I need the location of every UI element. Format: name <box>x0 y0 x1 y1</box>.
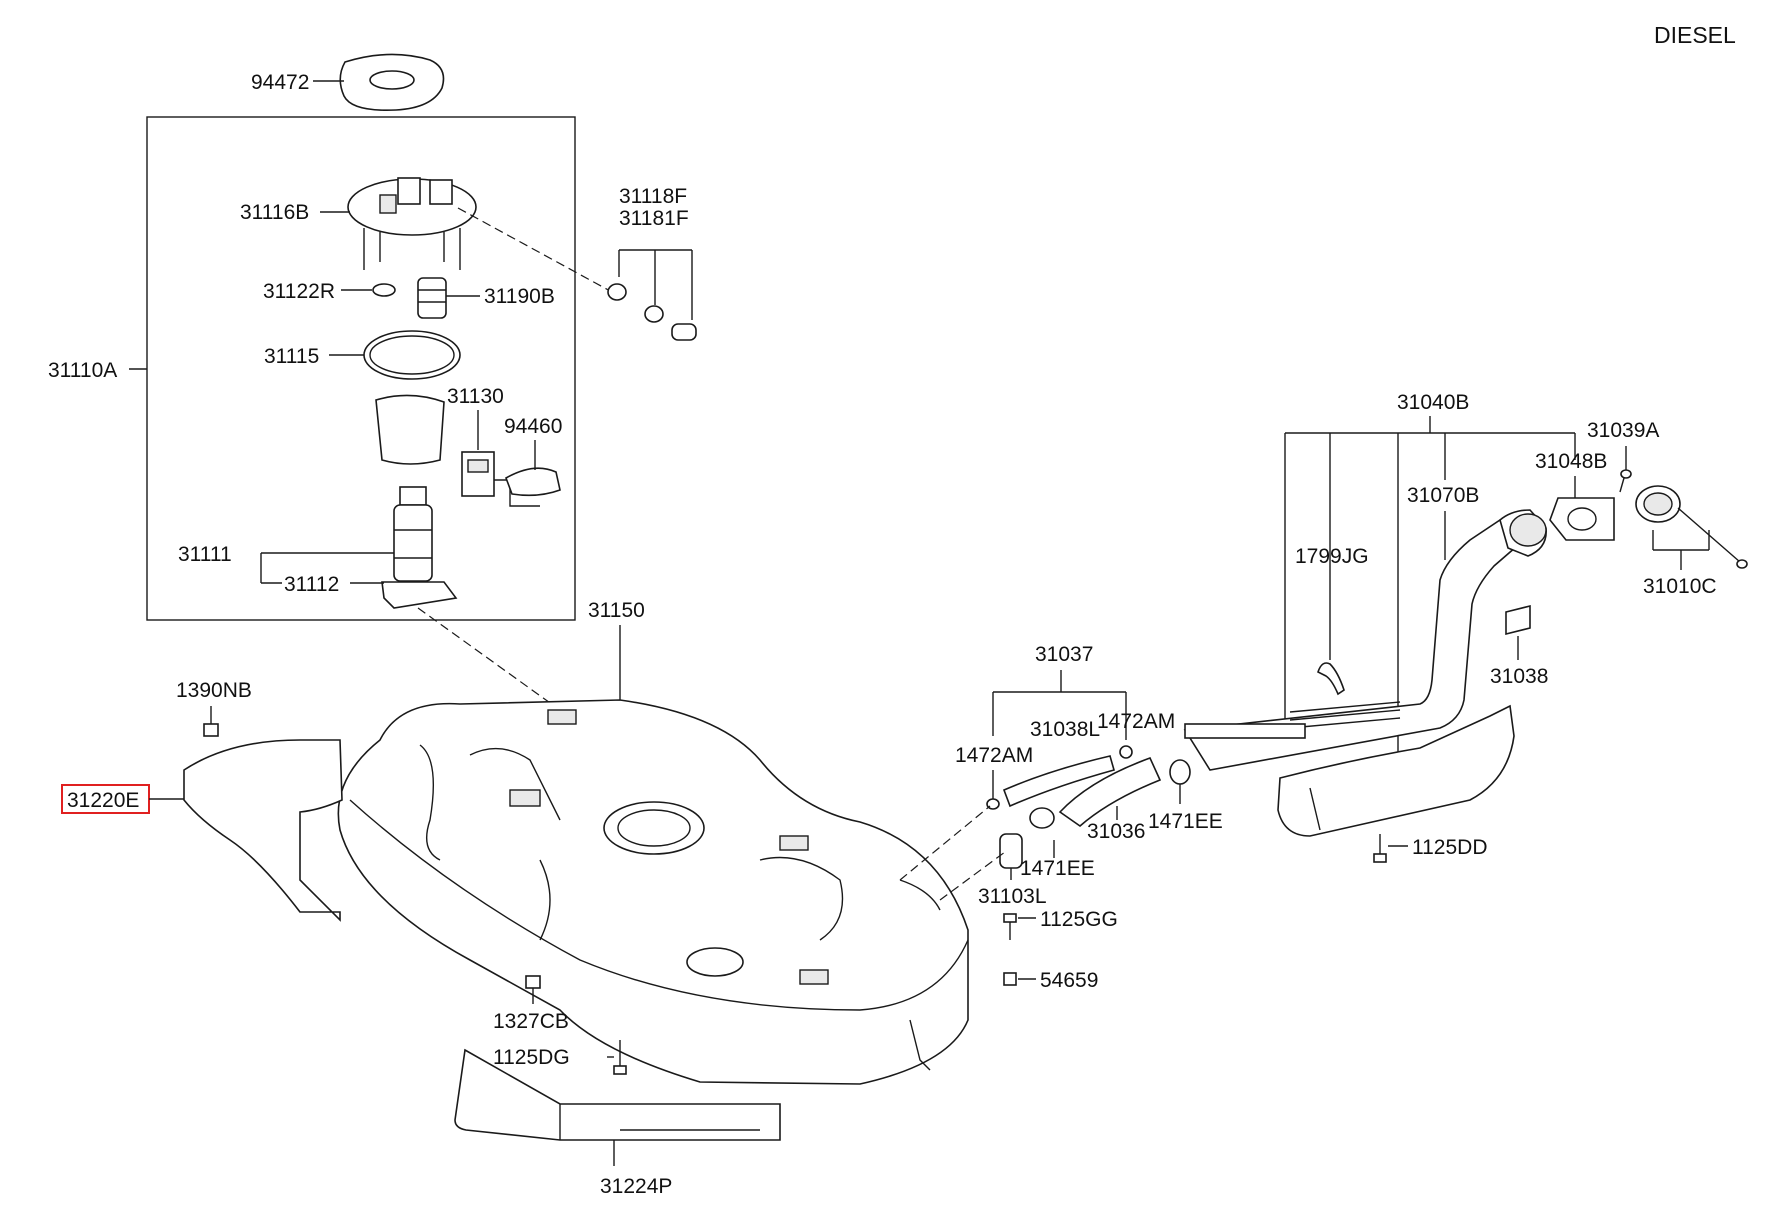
label-1472AM-b: 1472AM <box>1097 710 1175 733</box>
label-31112: 31112 <box>284 573 339 596</box>
label-31036: 31036 <box>1087 820 1145 843</box>
fuel-tank-31150 <box>337 699 969 1085</box>
label-1327CB: 1327CB <box>493 1010 569 1033</box>
label-31118F: 31118F <box>619 185 687 208</box>
label-31040B: 31040B <box>1397 391 1469 414</box>
label-31070B: 31070B <box>1407 484 1479 507</box>
label-1471EE-b: 1471EE <box>1148 810 1223 833</box>
label-54659: 54659 <box>1040 969 1098 992</box>
hose-31038L <box>1002 755 1115 808</box>
gasket-94472 <box>313 53 445 112</box>
float-94460 <box>505 467 561 497</box>
nut-1327CB <box>525 975 541 989</box>
heat-shield-31220E <box>183 739 343 922</box>
sender-31130 <box>461 410 540 507</box>
oring-31122R <box>372 283 396 297</box>
caps-31118F <box>607 249 697 341</box>
label-94460: 94460 <box>504 415 562 438</box>
elbow-31103L <box>999 833 1023 869</box>
screw-31039A <box>1619 469 1632 493</box>
label-1125GG: 1125GG <box>1040 908 1118 931</box>
ring-31115 <box>363 330 461 380</box>
leader-31111 <box>260 552 394 584</box>
heat-shield-31224P <box>454 1048 781 1141</box>
label-1125DG: 1125DG <box>493 1046 570 1069</box>
filler-neck-31040B <box>1183 509 1547 771</box>
label-1125DD: 1125DD <box>1412 836 1488 859</box>
filler-protector <box>1277 704 1515 837</box>
label-31037: 31037 <box>1035 643 1093 666</box>
label-31181F: 31181F <box>619 207 689 230</box>
label-31039A: 31039A <box>1587 419 1659 442</box>
label-94472: 94472 <box>251 71 309 94</box>
clamp-1471EE-a <box>1029 807 1055 829</box>
label-1799JG: 1799JG <box>1295 545 1369 568</box>
label-31110A: 31110A <box>48 359 117 382</box>
bolt-1125GG <box>1003 913 1017 940</box>
label-31111: 31111 <box>178 543 232 566</box>
label-31038: 31038 <box>1490 665 1548 688</box>
flange-31116B <box>320 177 477 270</box>
label-1471EE-a: 1471EE <box>1020 857 1095 880</box>
leader-31040B <box>1284 416 1576 760</box>
bolt-1125DG <box>613 1040 627 1075</box>
leader-dashed-caps <box>457 207 613 293</box>
clip-1799JG <box>1317 662 1345 696</box>
label-31224P: 31224P <box>600 1175 672 1198</box>
fuel-pump-31111 <box>381 486 458 609</box>
label-31010C: 31010C <box>1643 575 1717 598</box>
nut-54659 <box>1003 972 1017 986</box>
hose-31036 <box>1058 756 1162 828</box>
label-1472AM-a: 1472AM <box>955 744 1033 767</box>
leader-31037 <box>992 670 1127 740</box>
label-31115: 31115 <box>264 345 319 368</box>
label-31116B: 31116B <box>240 201 309 224</box>
label-1390NB: 1390NB <box>176 679 252 702</box>
label-plate-31038 <box>1505 604 1531 636</box>
label-31130: 31130 <box>447 385 504 408</box>
pump-bracket <box>375 394 445 465</box>
clamp-1471EE-b <box>1169 759 1191 785</box>
fuel-cap-31010C <box>1635 485 1748 569</box>
gasket-31048B <box>1549 497 1615 541</box>
label-31150: 31150 <box>588 599 645 622</box>
label-31103L: 31103L <box>978 885 1047 908</box>
label-31122R: 31122R <box>263 280 335 303</box>
variant-label: DIESEL <box>1654 22 1736 48</box>
clamp-1472AM-b <box>1119 745 1133 759</box>
nut-1390NB <box>203 723 219 737</box>
label-31190B: 31190B <box>484 285 555 308</box>
bolt-1125DD <box>1373 834 1387 863</box>
leader-dashed-vent <box>899 805 991 881</box>
label-31220E: 31220E <box>67 789 139 812</box>
filter-31190B <box>417 277 480 319</box>
label-31038L: 31038L <box>1030 718 1100 741</box>
label-31048B: 31048B <box>1535 450 1607 473</box>
leader-31010C <box>1652 530 1710 551</box>
